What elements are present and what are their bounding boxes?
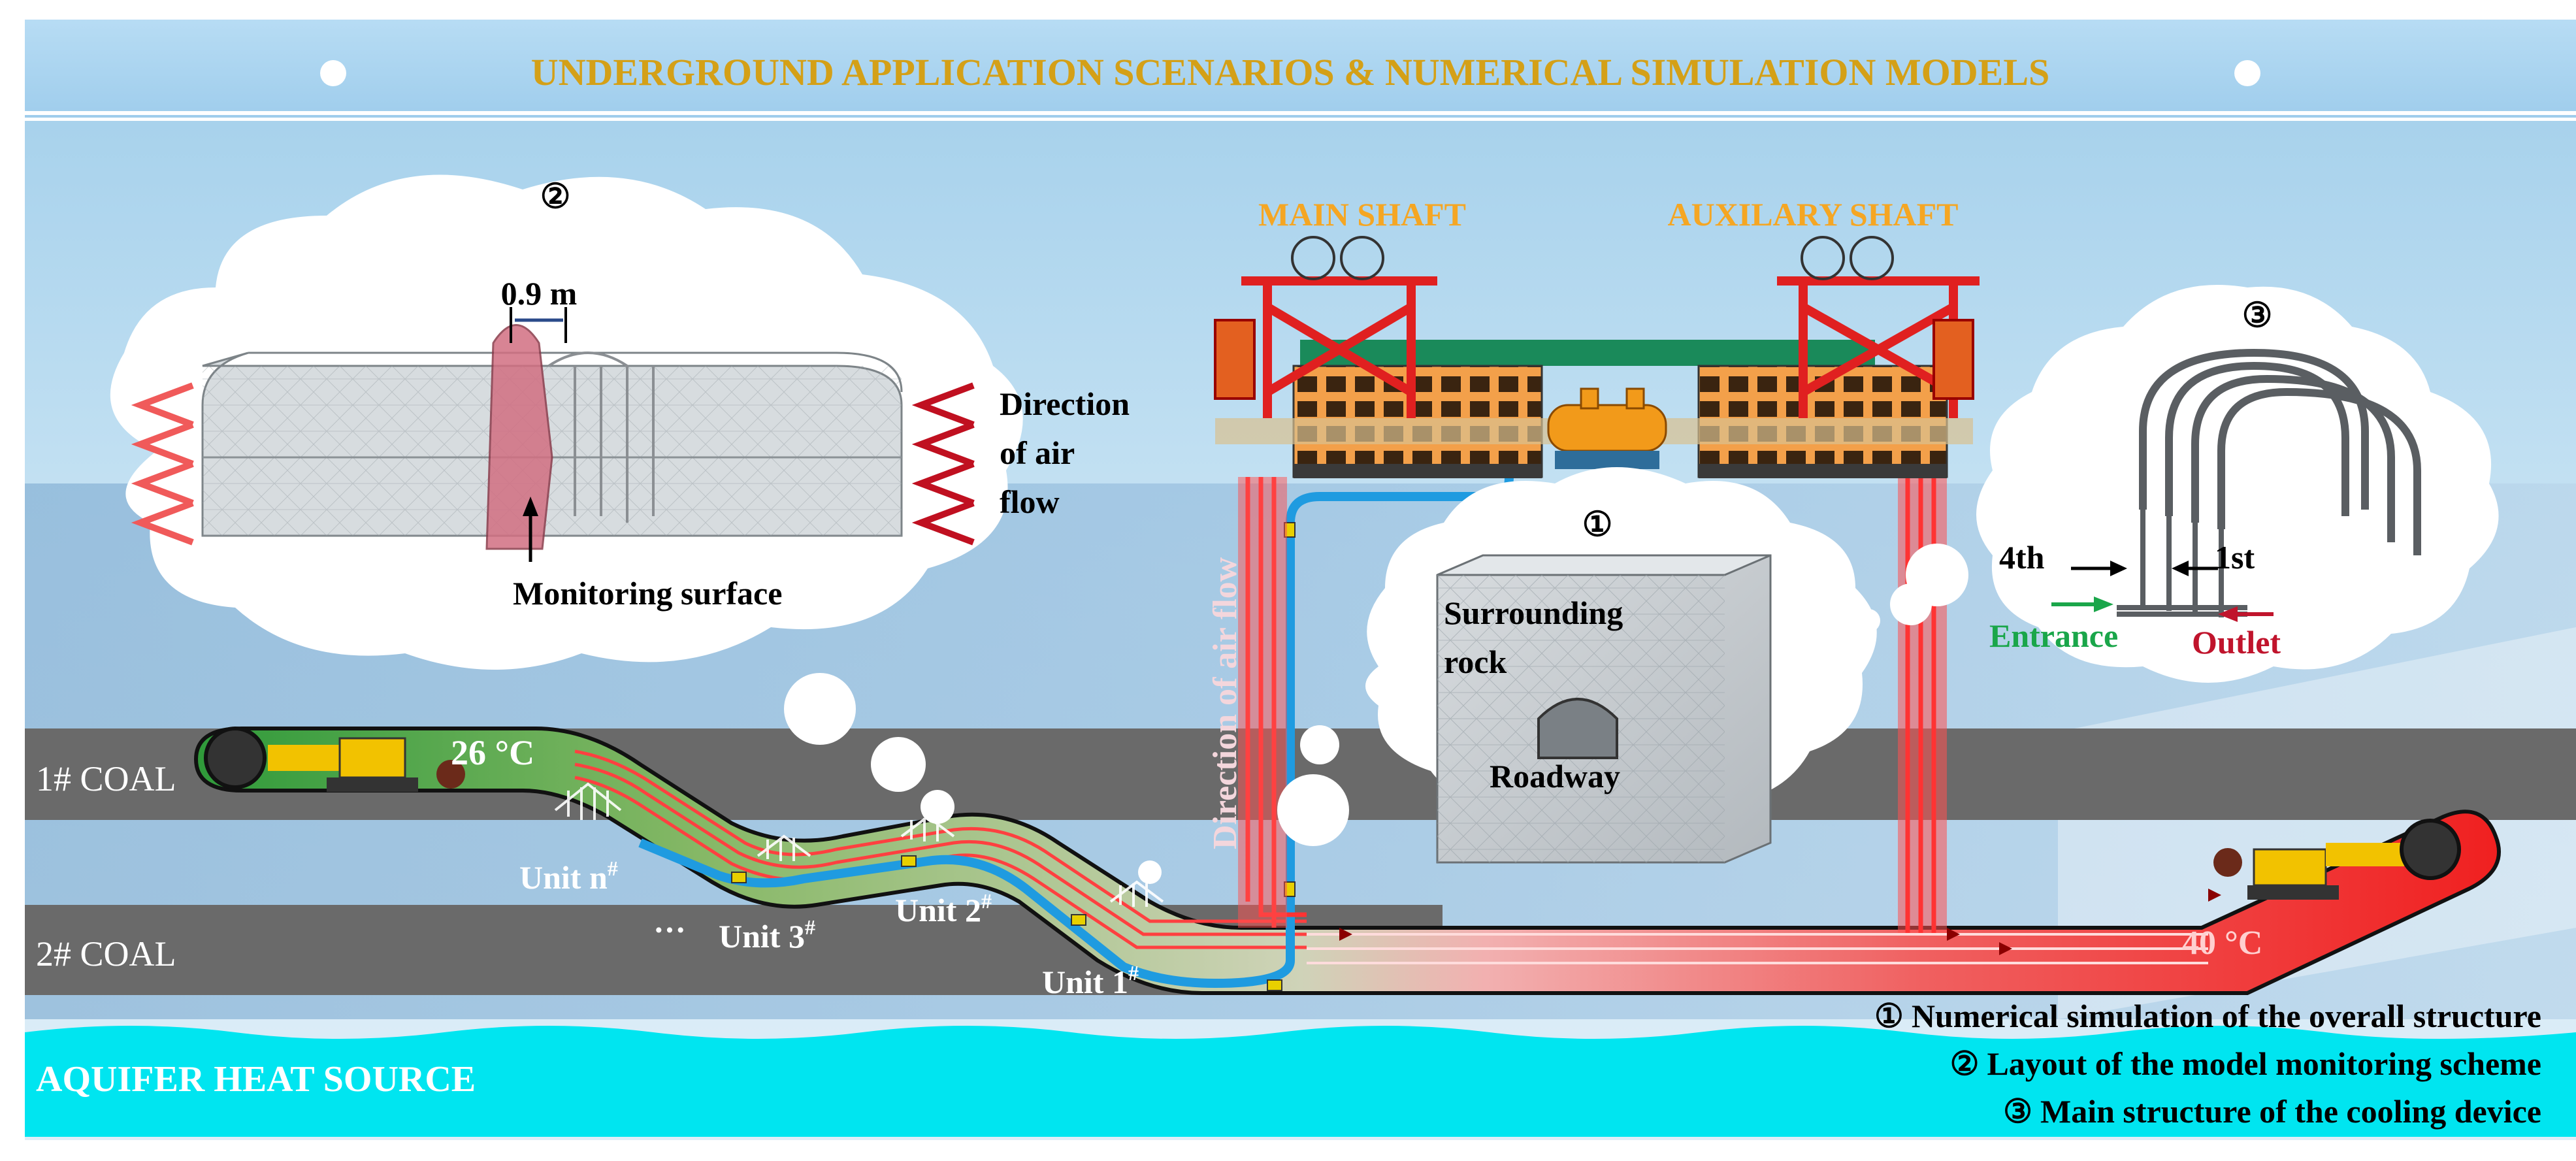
banner-title: UNDERGROUND APPLICATION SCENARIOS & NUME… <box>531 51 2050 93</box>
inflow-arrows <box>911 382 975 546</box>
unit-n-label: Unit n# <box>519 857 618 896</box>
aux-shaft-label: AUXILARY SHAFT <box>1667 196 1958 233</box>
roadway-label: Roadway <box>1490 758 1620 794</box>
monitoring-surface-shape <box>485 324 553 550</box>
panel-1-marker: ① <box>1582 506 1613 544</box>
tunnel-model <box>201 352 903 537</box>
cooling-device-structure <box>2139 348 2421 555</box>
surface-roof <box>1300 340 1875 366</box>
outlet-arrowhead <box>2218 606 2238 622</box>
cloud-panel-3 <box>1976 285 2499 683</box>
monitoring-label: Monitoring surface <box>513 575 782 612</box>
unit-1-label: Unit 1# <box>1042 961 1139 1000</box>
main-foundation <box>1294 464 1542 478</box>
fourth-label: 4th <box>1999 539 2045 576</box>
main-wheel-right <box>1340 236 1384 280</box>
main-wheel-left <box>1291 236 1335 280</box>
hot-air-arrowheads <box>1339 889 2221 955</box>
dimension-ticks <box>510 307 567 343</box>
fourth-arrowhead <box>2110 561 2127 576</box>
outlet-label: Outlet <box>2192 624 2281 661</box>
panel-3-marker: ③ <box>2242 297 2273 335</box>
unit-2-label: Unit 2# <box>895 889 992 928</box>
aux-wheel-right <box>1850 236 1894 280</box>
main-headframe <box>1241 276 1437 418</box>
mining-machine-left <box>204 727 465 792</box>
title-banner <box>25 20 2576 118</box>
temp-hot: 40 °C <box>2182 924 2262 962</box>
roadway-tunnel <box>193 727 2501 995</box>
monitoring-pointer-head <box>523 497 538 516</box>
aux-foundation <box>1699 464 1947 478</box>
roadway-cross-section <box>1537 698 1618 759</box>
main-side-tower <box>1214 319 1256 400</box>
unit-3-label: Unit 3# <box>719 915 815 955</box>
aquifer-label: AQUIFER HEAT SOURCE <box>36 1059 476 1100</box>
first-label: 1st <box>2215 539 2255 576</box>
cold-water-pipe <box>638 457 1514 989</box>
aquifer-band <box>25 1026 2576 1137</box>
pipe-joints <box>731 522 1296 991</box>
banner-dot-left <box>320 60 346 86</box>
outflow-arrows <box>131 382 194 546</box>
mining-machine-right <box>2213 819 2461 900</box>
first-arrowhead <box>2172 561 2189 576</box>
banner-divider <box>25 111 2576 115</box>
air-direction-label: Direction of air flow <box>1000 385 1138 520</box>
main-shaft-label: MAIN SHAFT <box>1258 196 1466 233</box>
entrance-arrowhead <box>2094 597 2113 612</box>
hot-air-arrow-lines <box>1307 933 2208 964</box>
dimension-label: 0.9 m <box>501 275 578 312</box>
surrounding-rock-label: Surrounding rock <box>1444 595 1631 680</box>
cooling-device-legs <box>2140 510 2224 617</box>
aux-wheel-left <box>1801 236 1845 280</box>
entrance-label: Entrance <box>1989 617 2118 654</box>
temp-cold: 26 °C <box>451 733 534 772</box>
ellipsis: ··· <box>653 911 686 948</box>
coal-seam-2-label: 2# COAL <box>36 934 176 973</box>
coal-seam-1-label: 1# COAL <box>36 759 176 798</box>
white-slope <box>2058 627 2576 1019</box>
main-shaft-column <box>1238 477 1287 928</box>
panel-2-marker: ② <box>540 178 571 216</box>
refrigeration-unit <box>1547 387 1667 469</box>
aux-side-tower <box>1932 319 1974 400</box>
air-flow-vertical-label: Direction of air flow <box>1207 557 1244 849</box>
banner-dot-right <box>2234 60 2260 86</box>
